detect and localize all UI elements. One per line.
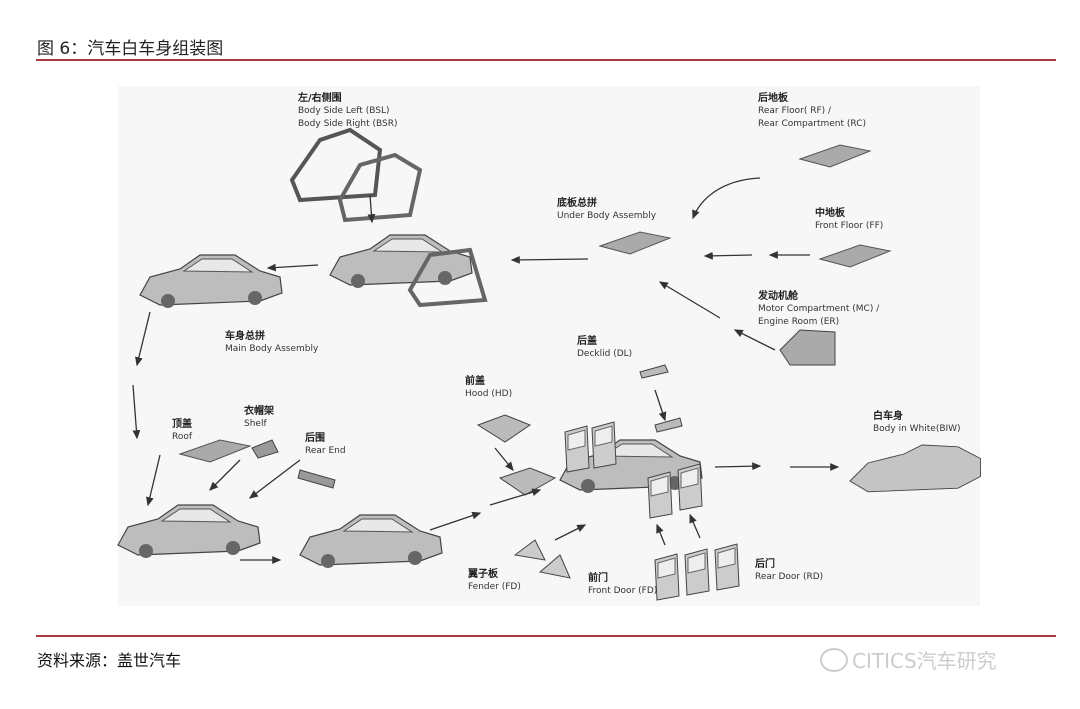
rear-door-part [714,543,740,591]
side-assembly-car [329,234,473,289]
fender-part [513,539,546,561]
body-side-part [289,127,423,223]
front-door-part [654,553,680,601]
rear-door-part [677,463,703,511]
diagram-panel [118,86,980,606]
hood-part-2 [498,467,557,496]
watermark: CITICS汽车研究 [820,645,997,674]
hood-part [476,414,532,443]
door-part [564,425,590,473]
footer-divider [36,635,1056,637]
shelf-part [251,439,279,459]
rear-floor-part [799,144,871,168]
closed-body-car [299,514,443,569]
roof-assembly-car [117,504,261,559]
door-part [591,421,617,469]
body-side-right-part [407,247,488,308]
fender-part [538,554,571,579]
wechat-icon [820,647,848,672]
source-note: 资料来源：盖世汽车 [37,651,182,670]
watermark-text: CITICS汽车研究 [852,649,997,673]
flow-arrows [132,177,840,564]
underbody-part [599,231,671,255]
rear-end-part [297,469,336,489]
decklid-part-2 [654,417,683,433]
main-body-car [139,254,283,309]
figure-title: 图 6：汽车白车身组装图 [37,39,224,59]
front-door-part [647,471,673,519]
decklid-part [639,364,669,379]
front-floor-part [819,244,891,268]
engine-room-part [779,329,836,366]
title-divider [36,59,1056,61]
front-door-part [684,548,710,596]
body-in-white-car [849,444,981,493]
